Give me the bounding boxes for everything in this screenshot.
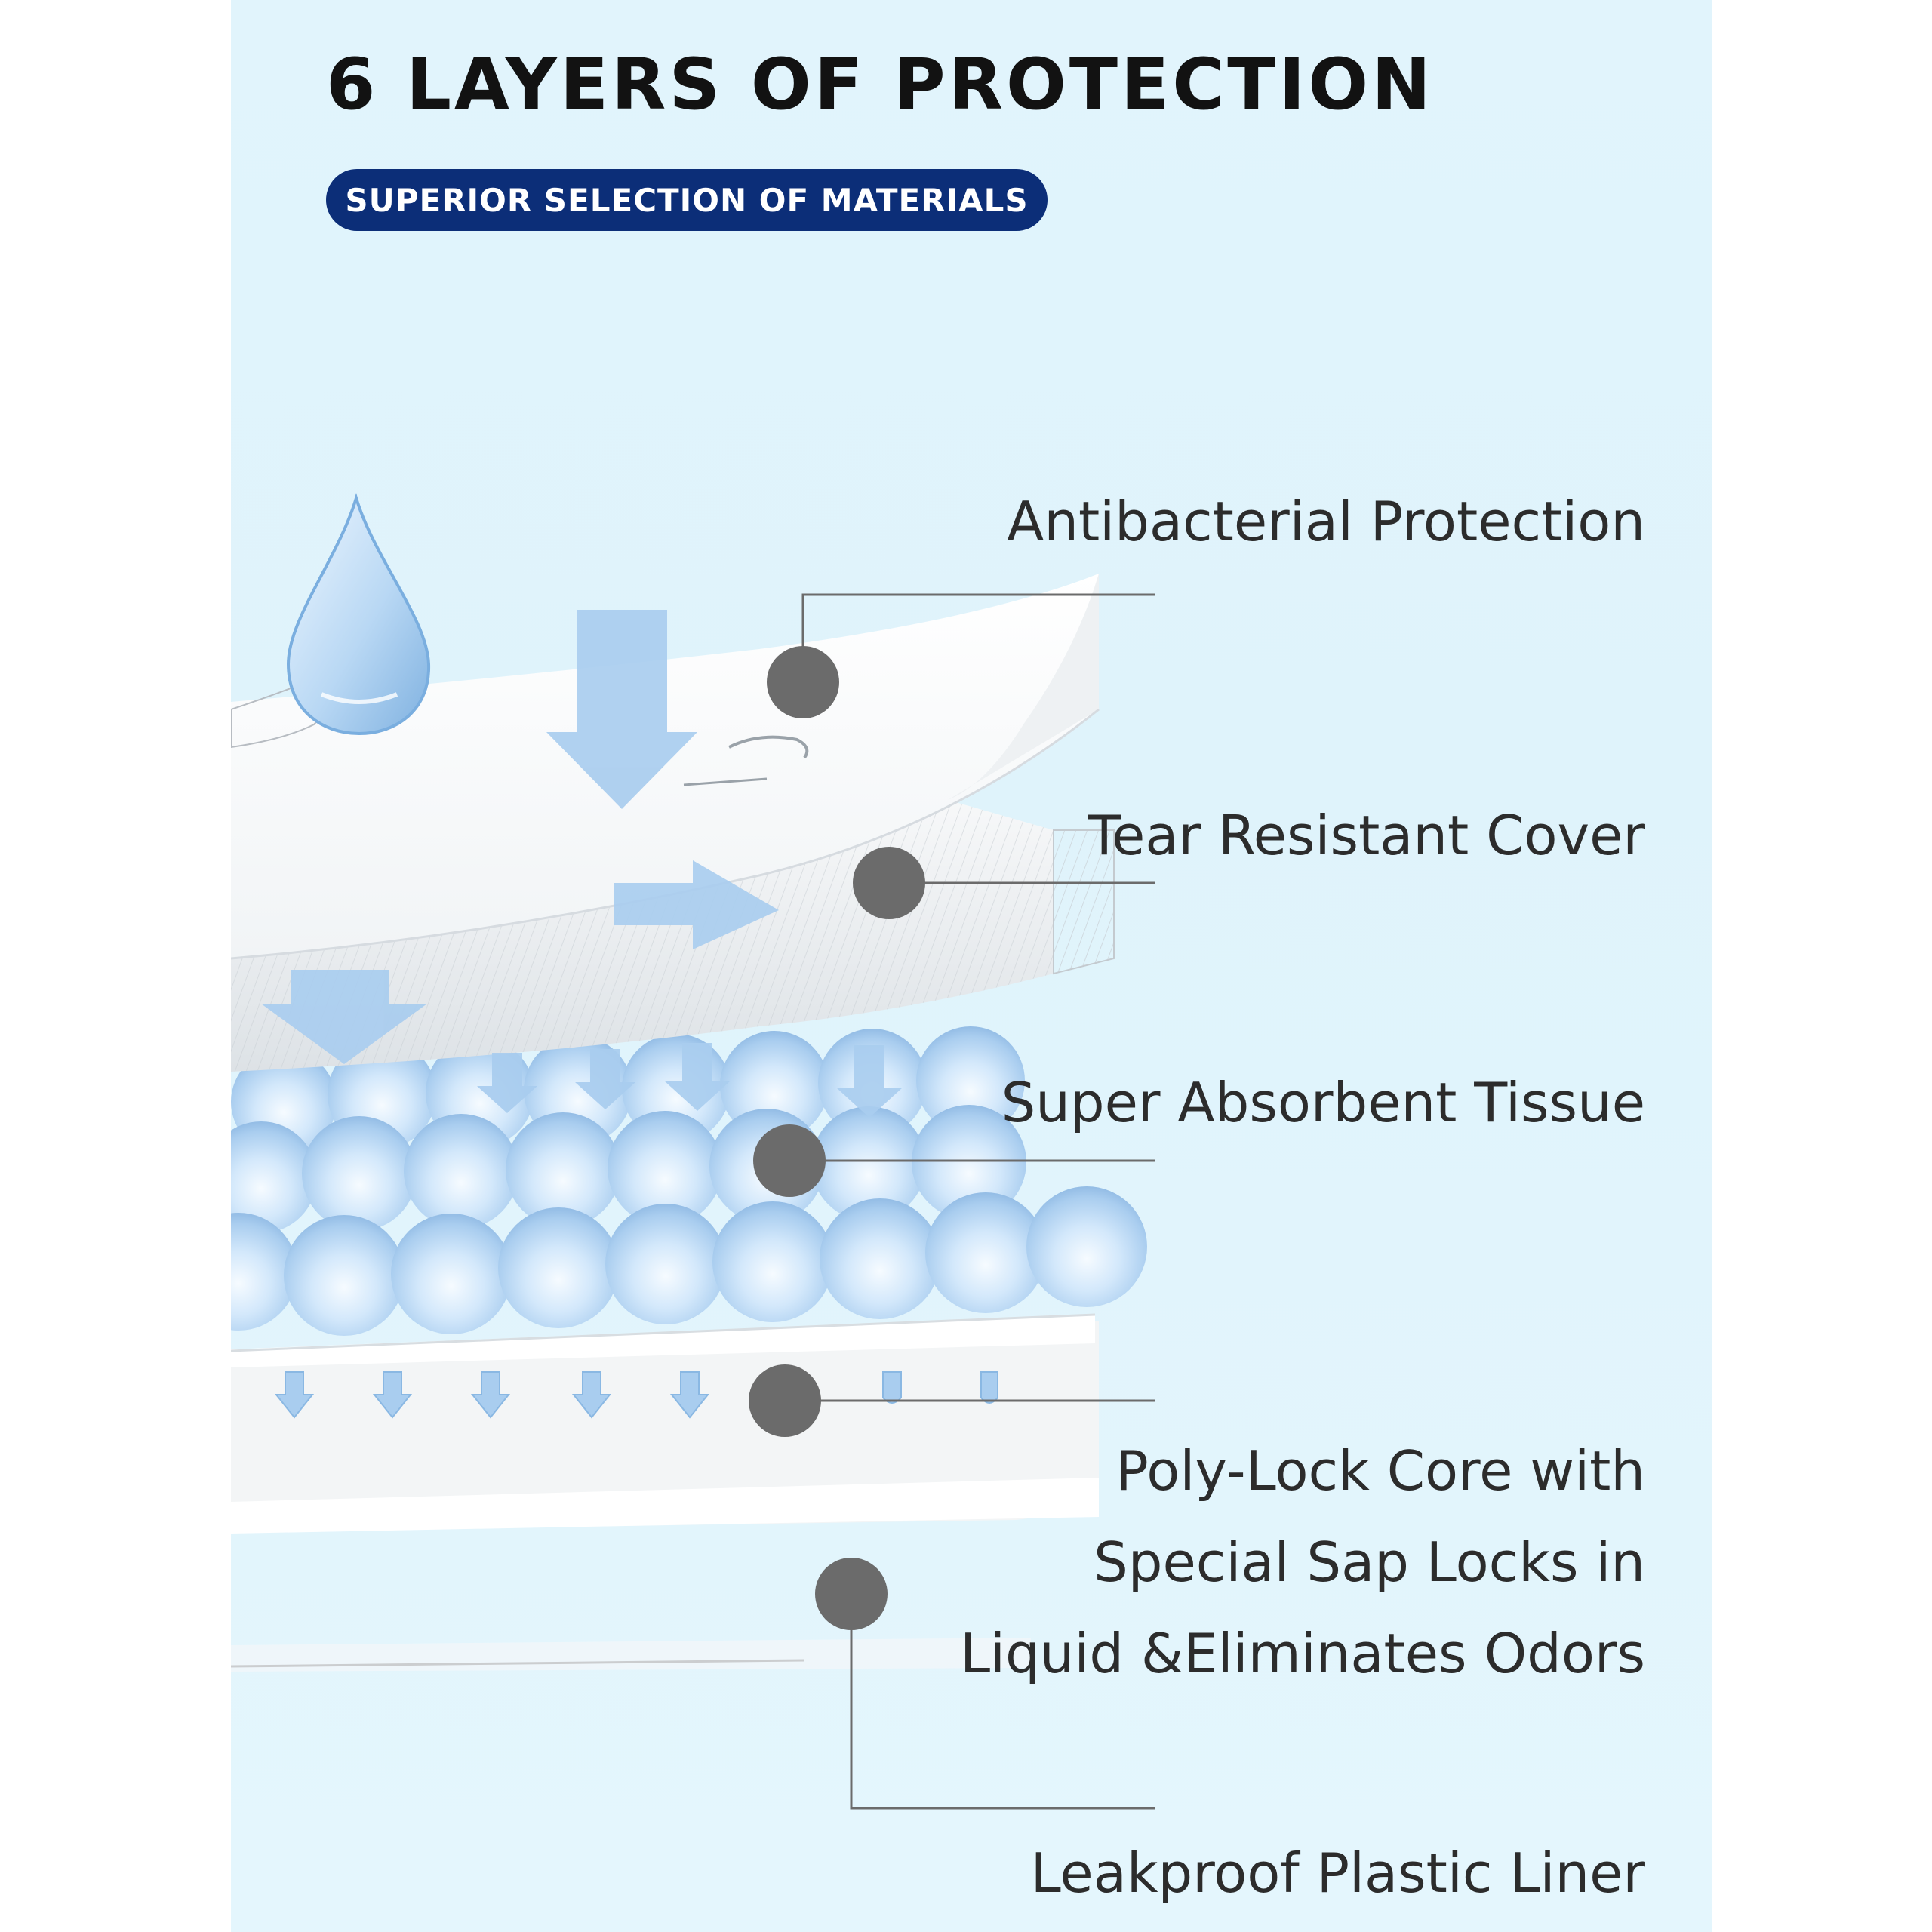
marker-antibacterial (767, 593, 1155, 718)
label-leakproof-plastic-liner: Leakproof Plastic Liner (1030, 1841, 1645, 1905)
label-super-absorbent-tissue: Super Absorbent Tissue (1001, 1071, 1645, 1134)
flow-arrows (261, 610, 903, 1118)
base-pad (231, 1313, 1099, 1672)
materials-badge: SUPERIOR SELECTION OF MATERIALS (326, 169, 1048, 231)
absorbent-beads (231, 1026, 1147, 1336)
layer-illustration (231, 493, 1155, 1810)
drain-arrows (274, 1371, 998, 1419)
label-poly-lock-line-2: Special Sap Locks in (1094, 1531, 1645, 1594)
marker-leakproof (815, 1558, 1155, 1810)
label-poly-lock-core: Poly-Lock Core with Special Sap Locks in… (960, 1426, 1645, 1700)
fiber-layer (231, 800, 1115, 1072)
label-poly-lock-line-3: Liquid &Eliminates Odors (959, 1622, 1645, 1685)
marker-tear-resistant (853, 847, 1155, 919)
page-title: 6 LAYERS OF PROTECTION (326, 44, 1434, 126)
label-antibacterial-protection: Antibacterial Protection (1007, 490, 1645, 553)
label-poly-lock-line-1: Poly-Lock Core with (1115, 1439, 1645, 1503)
marker-poly-lock (749, 1364, 1155, 1437)
label-tear-resistant-cover: Tear Resistant Cover (1088, 804, 1645, 867)
infographic-panel: 6 LAYERS OF PROTECTION SUPERIOR SELECTIO… (231, 0, 1712, 1932)
marker-absorbent (753, 1124, 1155, 1197)
water-drop-icon (286, 493, 431, 736)
top-sheet (231, 574, 1100, 960)
badge-label: SUPERIOR SELECTION OF MATERIALS (345, 181, 1029, 219)
